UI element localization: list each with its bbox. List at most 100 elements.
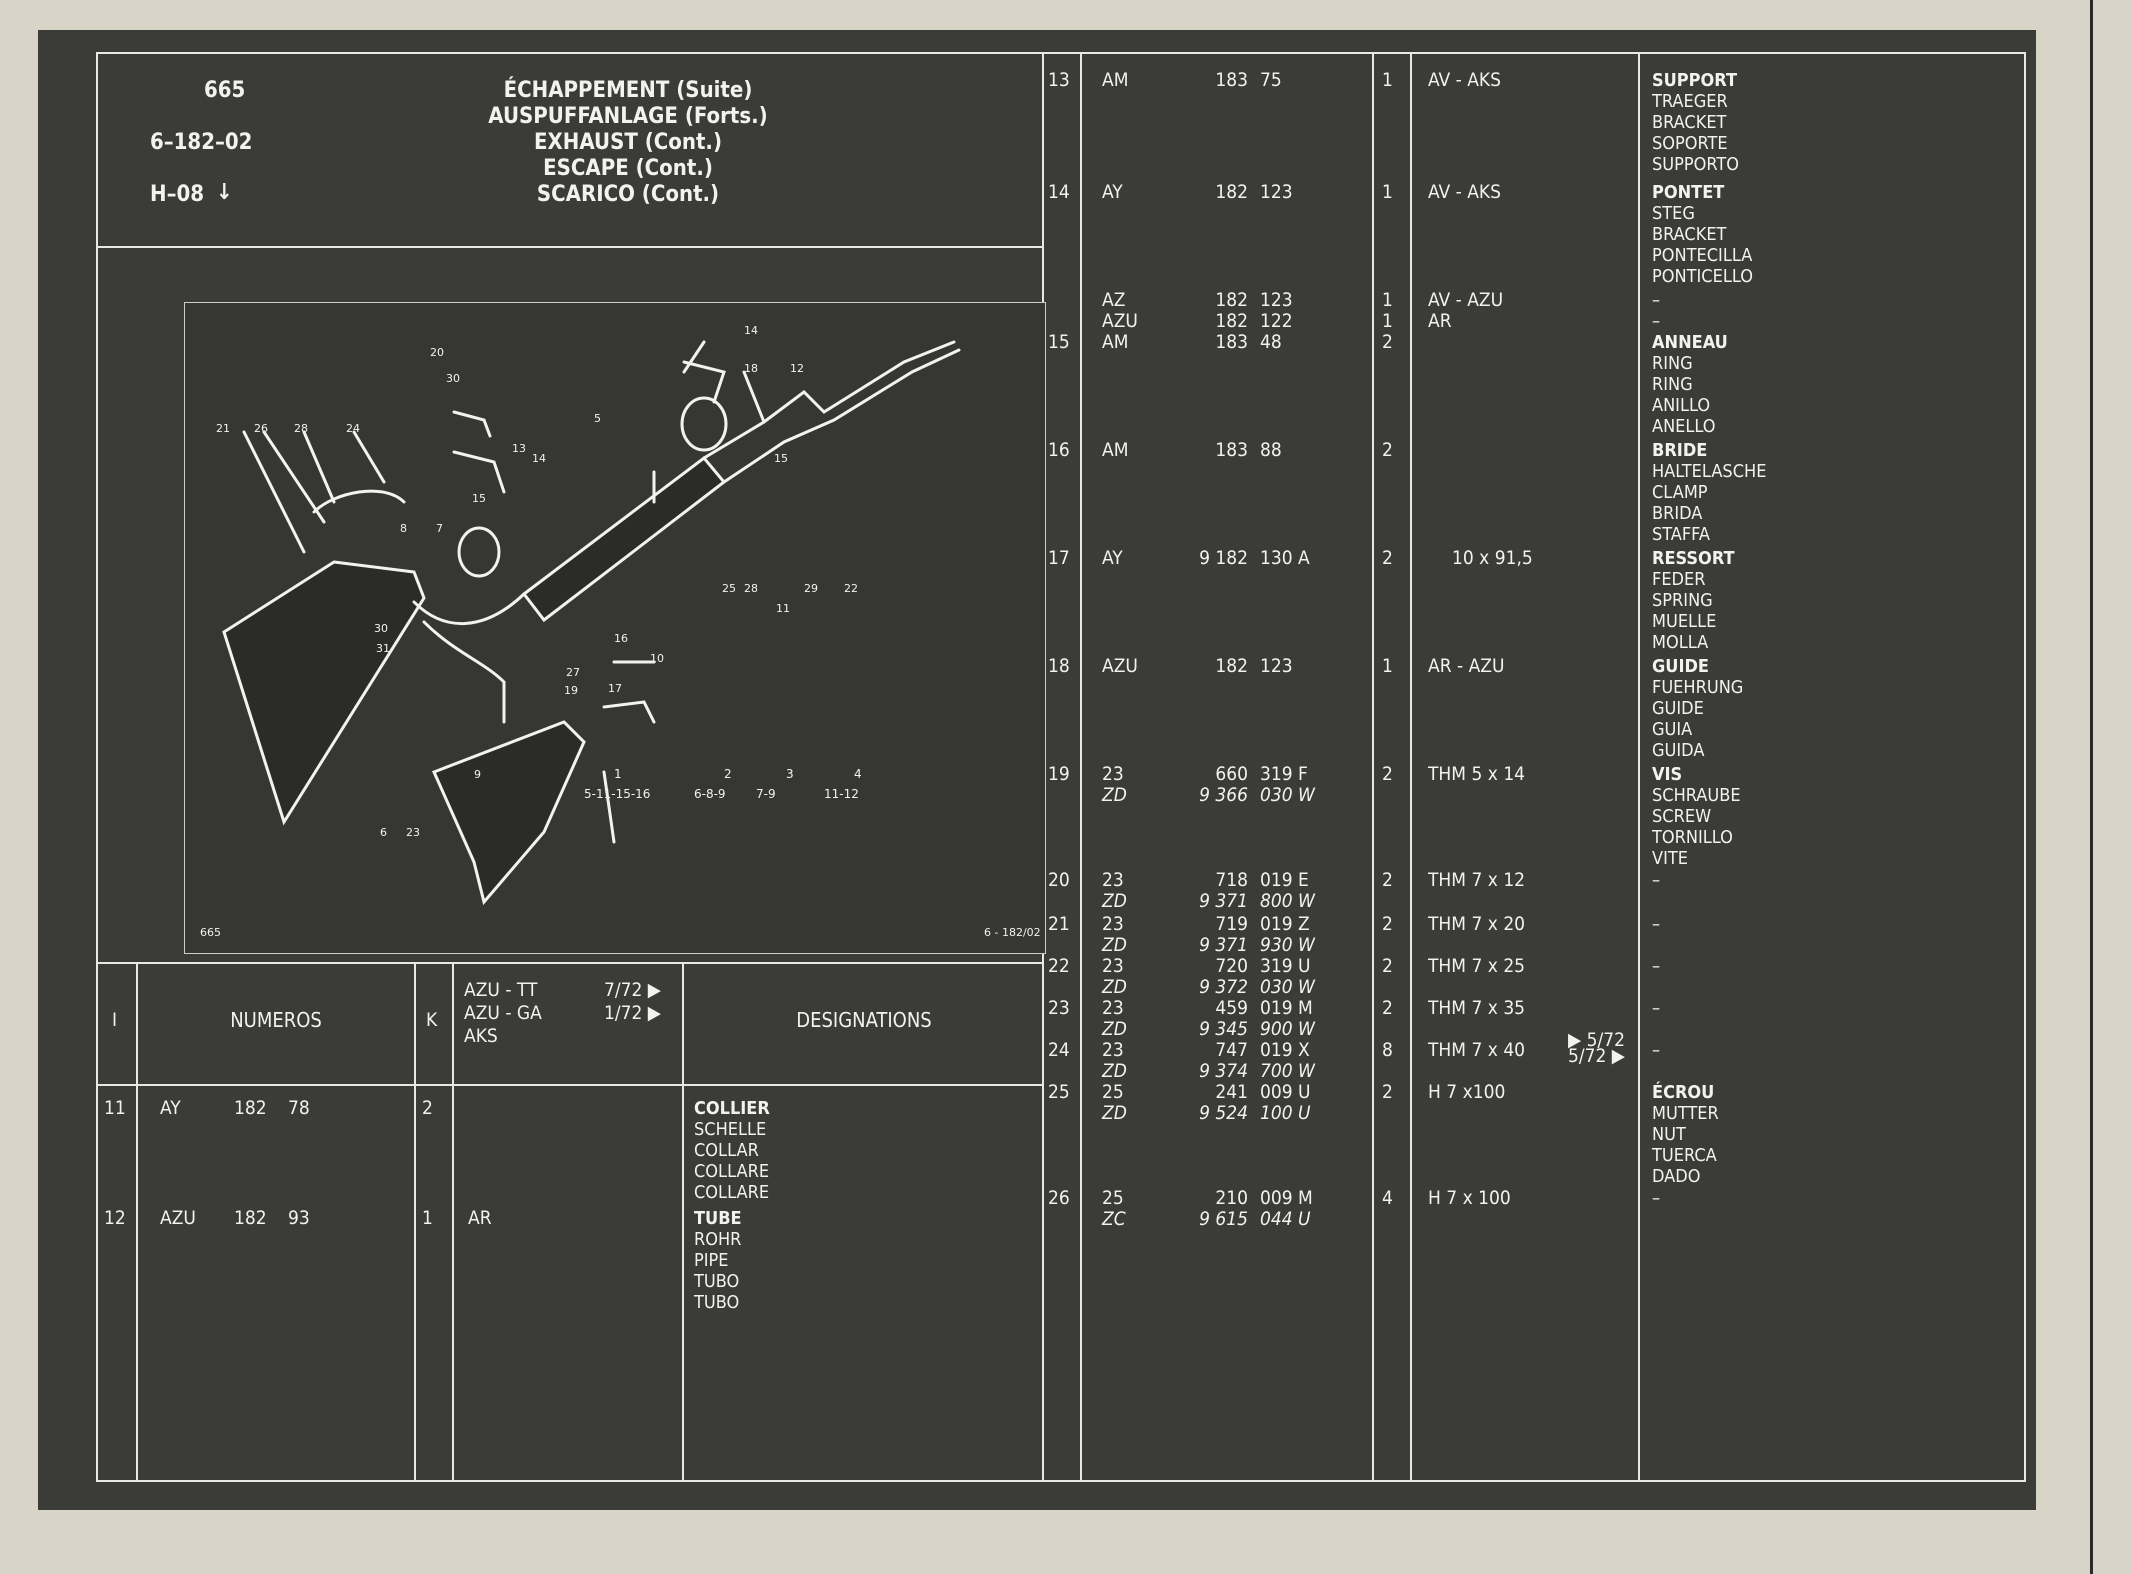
part-prefix: AY bbox=[160, 1097, 181, 1119]
ref-code: H–08 bbox=[150, 182, 205, 207]
quantity: 1 bbox=[1382, 655, 1393, 677]
table-header-bottom bbox=[96, 1084, 1044, 1086]
designation: HALTELASCHE bbox=[1652, 461, 1767, 482]
part-number-1: 182 bbox=[1215, 310, 1248, 332]
part-prefix: ZD bbox=[1102, 1018, 1127, 1040]
part-prefix: 23 bbox=[1102, 997, 1124, 1019]
part-number-2: 123 bbox=[1260, 655, 1293, 677]
part-number-1: 210 bbox=[1215, 1187, 1248, 1209]
svg-text:24: 24 bbox=[346, 422, 360, 435]
divider-right-desig bbox=[1638, 52, 1640, 1482]
part-prefix: 23 bbox=[1102, 913, 1124, 935]
part-prefix: ZD bbox=[1102, 976, 1127, 998]
part-number-2: 48 bbox=[1260, 331, 1282, 353]
svg-text:20: 20 bbox=[430, 346, 444, 359]
svg-text:27: 27 bbox=[566, 666, 580, 679]
model-name: AKS bbox=[464, 1025, 498, 1047]
quantity: 1 bbox=[1382, 69, 1393, 91]
quantity: 2 bbox=[1382, 331, 1393, 353]
model-date: 7/72 ▶ bbox=[604, 979, 661, 1001]
title-line: AUSPUFFANLAGE (Forts.) bbox=[488, 104, 768, 129]
designation: SCHRAUBE bbox=[1652, 785, 1741, 806]
designation: COLLAR bbox=[694, 1140, 759, 1161]
svg-text:10: 10 bbox=[650, 652, 664, 665]
part-number-1: 9 182 bbox=[1199, 547, 1248, 569]
row-index: 25 bbox=[1048, 1081, 1070, 1103]
part-number-2: 009 U bbox=[1260, 1081, 1311, 1103]
designation: TUBO bbox=[694, 1292, 740, 1313]
svg-text:23: 23 bbox=[406, 826, 420, 839]
part-number-1: 9 366 bbox=[1199, 784, 1248, 806]
divider-left-numeros bbox=[414, 962, 416, 1482]
part-number-2: 319 U bbox=[1260, 955, 1311, 977]
designation: SCREW bbox=[1652, 806, 1712, 827]
designation: COLLIER bbox=[694, 1098, 770, 1119]
part-number-2: 030 W bbox=[1260, 784, 1315, 806]
svg-text:31: 31 bbox=[376, 642, 390, 655]
designation: ANILLO bbox=[1652, 395, 1711, 416]
part-number-2: 700 W bbox=[1260, 1060, 1315, 1082]
svg-text:18: 18 bbox=[744, 362, 758, 375]
page-edge bbox=[2090, 0, 2093, 1574]
part-prefix: 23 bbox=[1102, 869, 1124, 891]
model: THM 7 x 35 bbox=[1428, 997, 1526, 1019]
model-date: 1/72 ▶ bbox=[604, 1002, 661, 1024]
designation: PONTECILLA bbox=[1652, 245, 1753, 266]
outer-frame bbox=[96, 52, 2026, 1482]
svg-text:5: 5 bbox=[594, 412, 601, 425]
designation: MUTTER bbox=[1652, 1103, 1719, 1124]
model: H 7 x100 bbox=[1428, 1081, 1506, 1103]
designation: FUEHRUNG bbox=[1652, 677, 1744, 698]
legend-refs: 7-9 bbox=[756, 787, 776, 801]
svg-text:22: 22 bbox=[844, 582, 858, 595]
designation: GUIDA bbox=[1652, 740, 1705, 761]
row-index: 13 bbox=[1048, 69, 1070, 91]
title-line: EXHAUST (Cont.) bbox=[534, 130, 722, 155]
divider-right-i bbox=[1080, 52, 1082, 1482]
svg-text:6: 6 bbox=[380, 826, 387, 839]
designation: STAFFA bbox=[1652, 524, 1710, 545]
part-number-1: 182 bbox=[1215, 655, 1248, 677]
part-number-2: 78 bbox=[288, 1097, 310, 1119]
row-index: 26 bbox=[1048, 1187, 1070, 1209]
part-number-2: 019 M bbox=[1260, 997, 1313, 1019]
part-number-1: 720 bbox=[1215, 955, 1248, 977]
section-titles: ÉCHAPPEMENT (Suite)AUSPUFFANLAGE (Forts.… bbox=[458, 78, 798, 208]
model: AV - AKS bbox=[1428, 69, 1501, 91]
designation: TORNILLO bbox=[1652, 827, 1733, 848]
svg-text:14: 14 bbox=[532, 452, 546, 465]
part-number-2: 88 bbox=[1260, 439, 1282, 461]
designation: SUPPORT bbox=[1652, 70, 1738, 91]
designation: COLLARE bbox=[694, 1161, 770, 1182]
part-number-2: 800 W bbox=[1260, 890, 1315, 912]
designation: ÉCROU bbox=[1652, 1082, 1715, 1103]
designation: MOLLA bbox=[1652, 632, 1709, 653]
model: AR bbox=[468, 1207, 492, 1229]
quantity: 2 bbox=[422, 1097, 433, 1119]
quantity: 8 bbox=[1382, 1039, 1393, 1061]
part-number-2: 122 bbox=[1260, 310, 1293, 332]
arrow-down-icon: ↓ bbox=[216, 180, 233, 205]
designation: TUERCA bbox=[1652, 1145, 1717, 1166]
row-index: 20 bbox=[1048, 869, 1070, 891]
part-number-1: 182 bbox=[1215, 181, 1248, 203]
model: AR - AZU bbox=[1428, 655, 1505, 677]
designation: – bbox=[1652, 998, 1661, 1019]
designation: PONTET bbox=[1652, 182, 1725, 203]
part-prefix: ZD bbox=[1102, 1060, 1127, 1082]
quantity: 2 bbox=[1382, 1081, 1393, 1103]
section-code: 6–182–02 bbox=[150, 130, 253, 155]
model-name: AZU - TT bbox=[464, 979, 538, 1001]
part-number-2: 019 X bbox=[1260, 1039, 1310, 1061]
part-prefix: 25 bbox=[1102, 1081, 1124, 1103]
part-number-1: 183 bbox=[1215, 331, 1248, 353]
designation: SOPORTE bbox=[1652, 133, 1728, 154]
quantity: 2 bbox=[1382, 997, 1393, 1019]
quantity: 1 bbox=[1382, 310, 1393, 332]
designation: PIPE bbox=[694, 1250, 729, 1271]
svg-text:30: 30 bbox=[446, 372, 460, 385]
part-number-1: 9 372 bbox=[1199, 976, 1248, 998]
part-prefix: AY bbox=[1102, 547, 1123, 569]
part-number-1: 241 bbox=[1215, 1081, 1248, 1103]
model-entry: AKS bbox=[464, 1026, 676, 1049]
